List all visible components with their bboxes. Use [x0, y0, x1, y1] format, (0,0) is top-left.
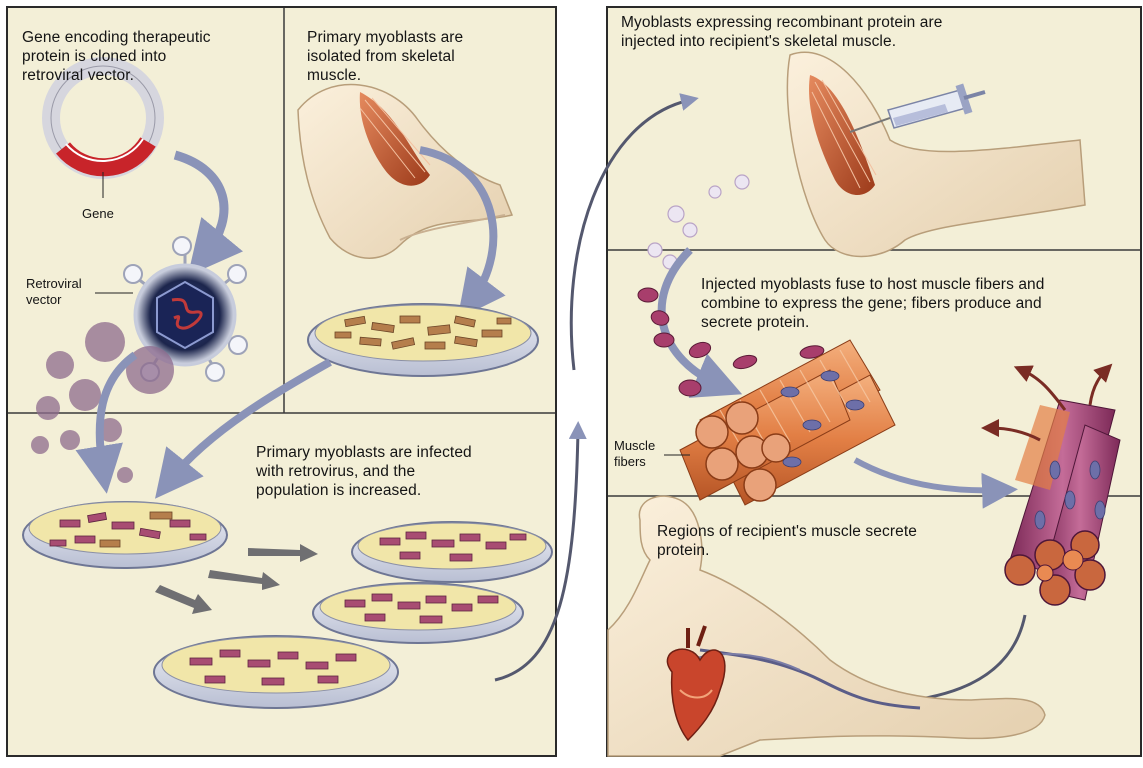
caption-myoblast-isolation: Primary myoblasts are isolated from skel… [307, 28, 463, 85]
petri-dish-expanded-3 [154, 636, 398, 708]
caption-gene-cloning: Gene encoding therapeutic protein is clo… [22, 28, 211, 85]
petri-dish-expanded-2 [313, 583, 523, 643]
label-gene: Gene [82, 206, 114, 222]
petri-dish-infected [23, 502, 227, 568]
caption-injection: Myoblasts expressing recombinant protein… [621, 13, 942, 51]
petri-dish-expanded-1 [352, 522, 552, 582]
caption-fusion: Injected myoblasts fuse to host muscle f… [701, 275, 1045, 332]
label-retroviral-vector: Retroviral vector [26, 276, 82, 308]
label-muscle-fibers: Muscle fibers [614, 438, 655, 470]
petri-dish-isolated-myoblasts [308, 304, 538, 376]
caption-infection-expansion: Primary myoblasts are infected with retr… [256, 443, 472, 500]
caption-secretion: Regions of recipient's muscle secrete pr… [657, 522, 917, 560]
